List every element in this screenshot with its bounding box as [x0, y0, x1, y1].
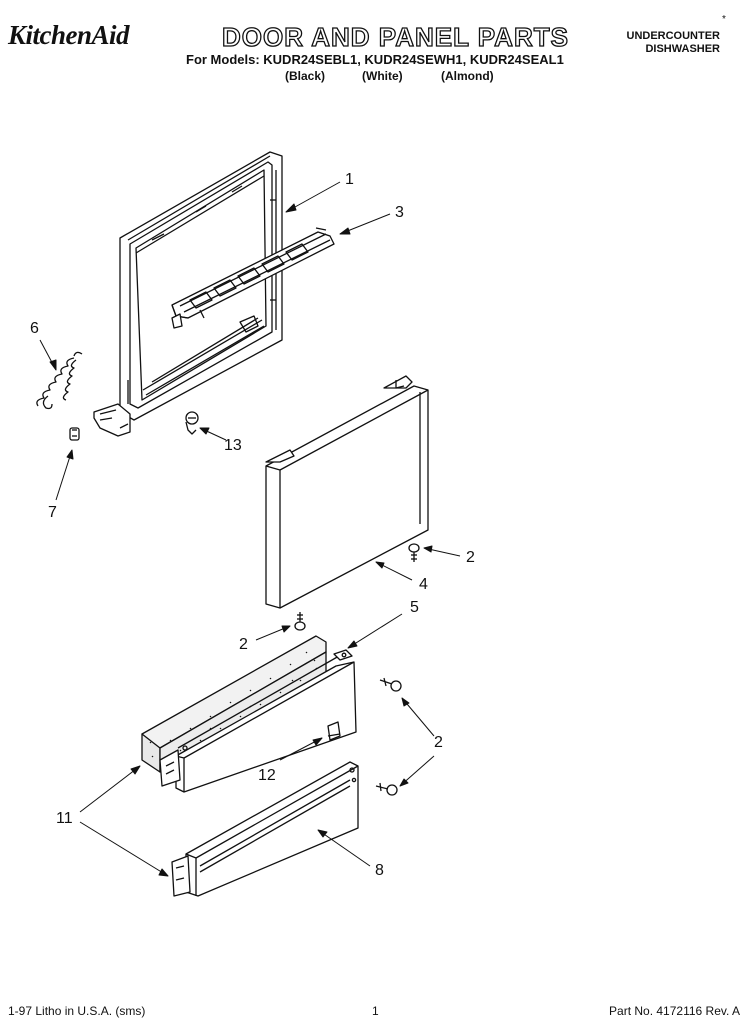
callout-5: 5: [410, 599, 419, 616]
screw-part-2-upper: [408, 543, 420, 562]
callout-6: 6: [30, 320, 39, 337]
callout-8: 8: [375, 862, 384, 879]
callout-2-channel: 2: [434, 734, 443, 751]
kickplate-part: [171, 761, 359, 897]
page-number: 1: [372, 1004, 379, 1018]
door-panel-part: [265, 375, 429, 609]
clip-part-12: [327, 721, 341, 741]
lower-panel-channel-part: [159, 649, 357, 793]
page-title: DOOR AND PANEL PARTS: [221, 21, 569, 52]
color-label-almond: (Almond): [441, 69, 494, 83]
part-number: Part No. 4172116 Rev. A: [609, 1004, 740, 1018]
leader-lines: [39, 181, 461, 877]
screw-part-2-right-lower: [375, 782, 398, 796]
callout-1: 1: [345, 171, 354, 188]
color-label-white: (White): [362, 69, 403, 83]
callout-13: 13: [224, 437, 242, 454]
color-label-black: (Black): [285, 69, 326, 83]
door-spring-part: [36, 351, 83, 410]
appliance-line-2: DISHWASHER: [645, 43, 720, 55]
screw-part-13: [185, 411, 199, 435]
appliance-line-1: UNDERCOUNTER: [626, 30, 721, 42]
callout-3: 3: [395, 204, 404, 221]
litho-note: 1-97 Litho in U.S.A. (sms): [8, 1004, 146, 1018]
callout-2-panel-lower: 2: [239, 636, 248, 653]
door-frame-part: [93, 151, 283, 437]
callout-2-panel-upper: 2: [466, 549, 475, 566]
screw-part-2-lower: [294, 612, 306, 631]
appliance-type: UNDERCOUNTER DISHWASHER: [627, 30, 721, 56]
screw-part-2-right-upper: [379, 677, 402, 692]
brand-logo: KitchenAid: [8, 20, 130, 50]
callout-11: 11: [56, 810, 73, 827]
handle-bracket-part: [171, 227, 335, 329]
callout-12: 12: [258, 767, 276, 784]
corner-mark: *: [722, 14, 726, 25]
callout-4: 4: [419, 576, 428, 593]
callout-7: 7: [48, 504, 57, 521]
clip-part: [69, 427, 80, 441]
model-list: For Models: KUDR24SEBL1, KUDR24SEWH1, KU…: [186, 52, 564, 67]
